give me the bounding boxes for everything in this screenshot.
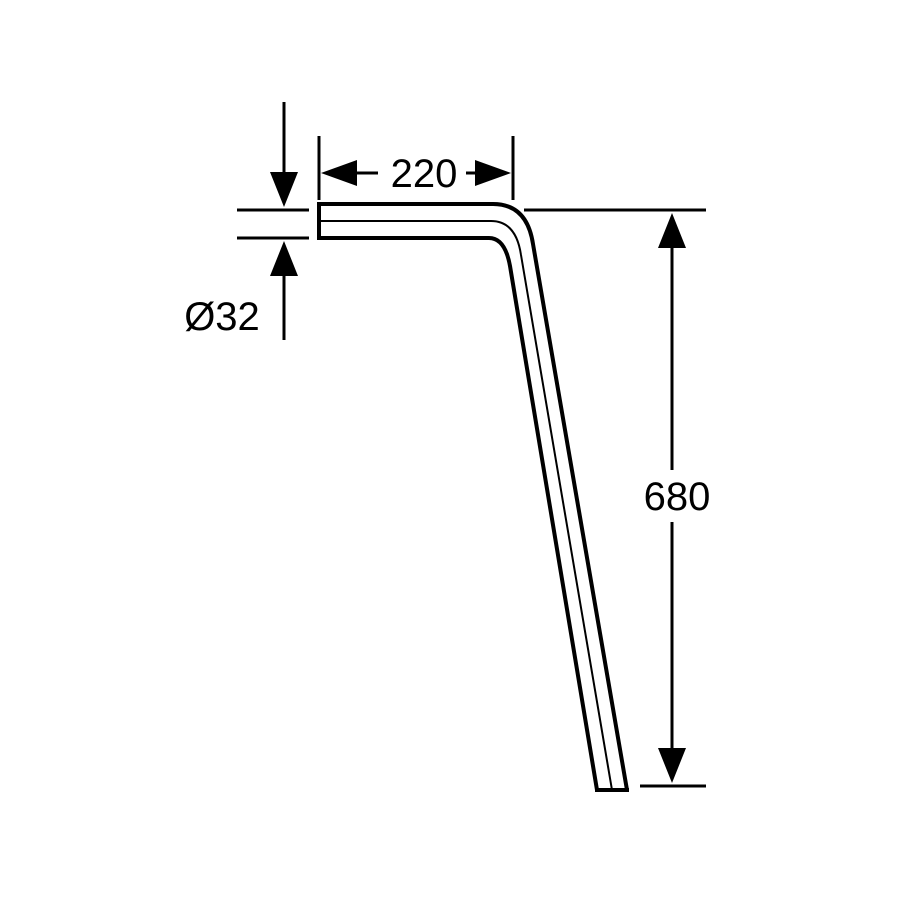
width-arrow-left: [321, 160, 357, 186]
width-arrow-right: [475, 160, 511, 186]
pipe-centerline: [319, 220, 613, 791]
height-label: 680: [644, 475, 711, 519]
pipe-body: [317, 202, 629, 792]
diameter-dimension: Ø32: [184, 102, 309, 340]
width-dimension: 220: [317, 136, 515, 200]
height-dimension: 680: [524, 208, 711, 788]
height-arrow-top: [658, 213, 686, 248]
pipe-inner-wall: [319, 236, 599, 791]
diameter-arrow-bottom: [270, 241, 298, 276]
width-label: 220: [391, 152, 458, 196]
diameter-arrow-top: [270, 172, 298, 207]
pipe-outer-wall: [319, 202, 629, 791]
height-arrow-bottom: [658, 748, 686, 783]
diameter-label: Ø32: [184, 295, 260, 339]
